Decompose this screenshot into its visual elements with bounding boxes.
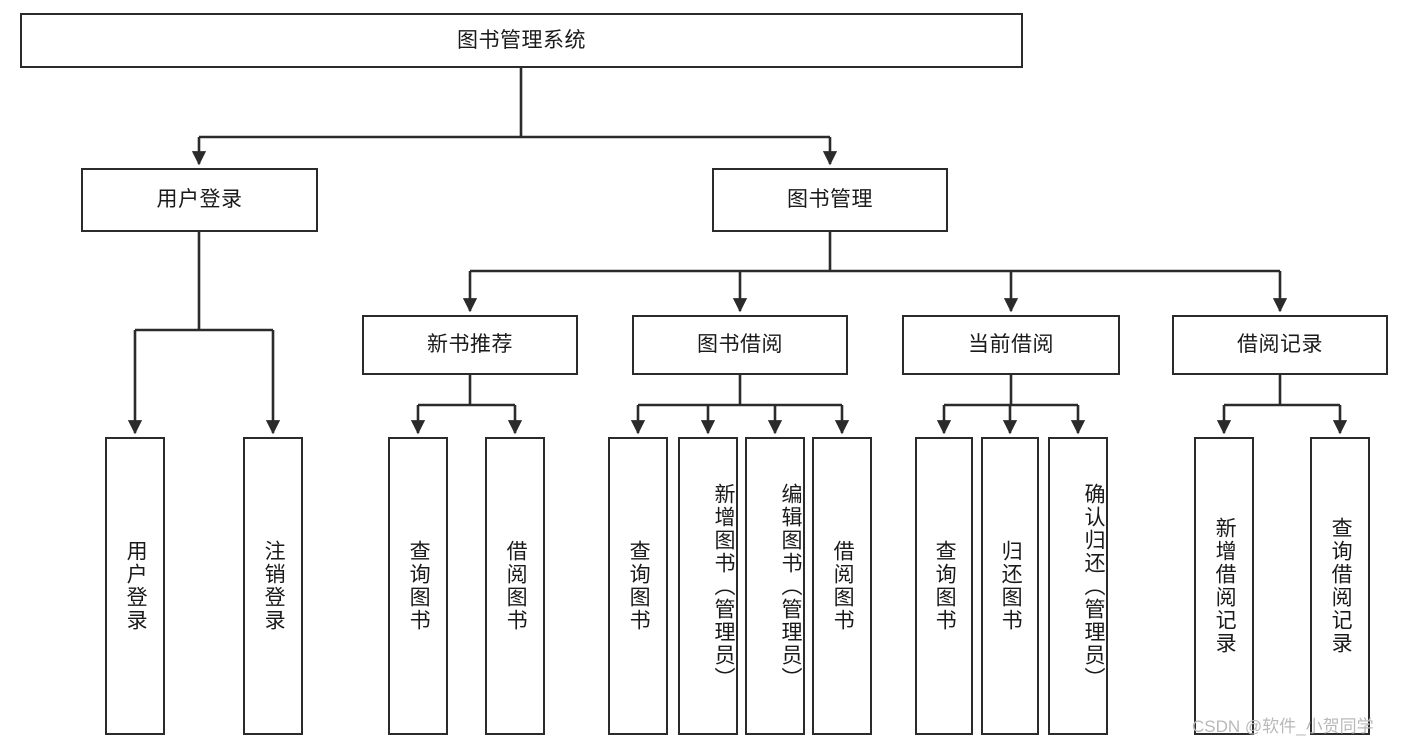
node-root[interactable]: 图书管理系统	[20, 13, 1023, 68]
leaf-return-book[interactable]: 归还图书	[981, 437, 1039, 735]
node-book-borrow-label: 图书借阅	[697, 333, 783, 357]
leaf-confirm-return-admin-label: 确认归还（管理员）	[1082, 482, 1105, 690]
node-user-login[interactable]: 用户登录	[81, 168, 318, 232]
leaf-query-book-newbook-label: 查询图书	[407, 540, 431, 632]
node-borrow-record[interactable]: 借阅记录	[1172, 315, 1388, 375]
csdn-watermark: CSDN @软件_小贺同学	[1192, 717, 1374, 736]
node-user-login-label: 用户登录	[156, 188, 243, 212]
node-root-label: 图书管理系统	[457, 28, 586, 52]
leaf-user-login[interactable]: 用户登录	[105, 437, 165, 735]
leaf-edit-book-admin-label: 编辑图书（管理员）	[779, 482, 802, 690]
node-book-management-label: 图书管理	[787, 188, 873, 212]
node-current-borrow[interactable]: 当前借阅	[902, 315, 1120, 375]
leaf-borrow-book-newbook[interactable]: 借阅图书	[485, 437, 545, 735]
leaf-add-borrow-record-label: 新增借阅记录	[1213, 517, 1237, 655]
node-new-book-recommend[interactable]: 新书推荐	[362, 315, 578, 375]
leaf-logout-login[interactable]: 注销登录	[243, 437, 303, 735]
leaf-confirm-return-admin[interactable]: 确认归还（管理员）	[1048, 437, 1108, 735]
node-current-borrow-label: 当前借阅	[968, 333, 1054, 357]
leaf-logout-login-label: 注销登录	[262, 540, 286, 632]
leaf-query-book-current[interactable]: 查询图书	[915, 437, 973, 735]
leaf-borrow-book-label: 借阅图书	[831, 540, 855, 632]
leaf-query-borrow-record-label: 查询借阅记录	[1329, 517, 1353, 655]
leaf-return-book-label: 归还图书	[999, 540, 1023, 632]
leaf-query-book-borrow-label: 查询图书	[627, 540, 651, 632]
leaf-add-book-admin[interactable]: 新增图书（管理员）	[678, 437, 738, 735]
leaf-query-book-current-label: 查询图书	[933, 540, 957, 632]
leaf-borrow-book[interactable]: 借阅图书	[812, 437, 872, 735]
node-borrow-record-label: 借阅记录	[1237, 333, 1323, 357]
leaf-user-login-label: 用户登录	[124, 540, 148, 632]
leaf-query-book-newbook[interactable]: 查询图书	[388, 437, 448, 735]
leaf-add-book-admin-label: 新增图书（管理员）	[712, 482, 735, 690]
leaf-query-book-borrow[interactable]: 查询图书	[608, 437, 668, 735]
node-book-management[interactable]: 图书管理	[712, 168, 948, 232]
leaf-edit-book-admin[interactable]: 编辑图书（管理员）	[745, 437, 805, 735]
leaf-add-borrow-record[interactable]: 新增借阅记录	[1194, 437, 1254, 735]
node-new-book-recommend-label: 新书推荐	[427, 333, 513, 357]
leaf-query-borrow-record[interactable]: 查询借阅记录	[1310, 437, 1370, 735]
node-book-borrow[interactable]: 图书借阅	[632, 315, 848, 375]
leaf-borrow-book-newbook-label: 借阅图书	[504, 540, 528, 632]
